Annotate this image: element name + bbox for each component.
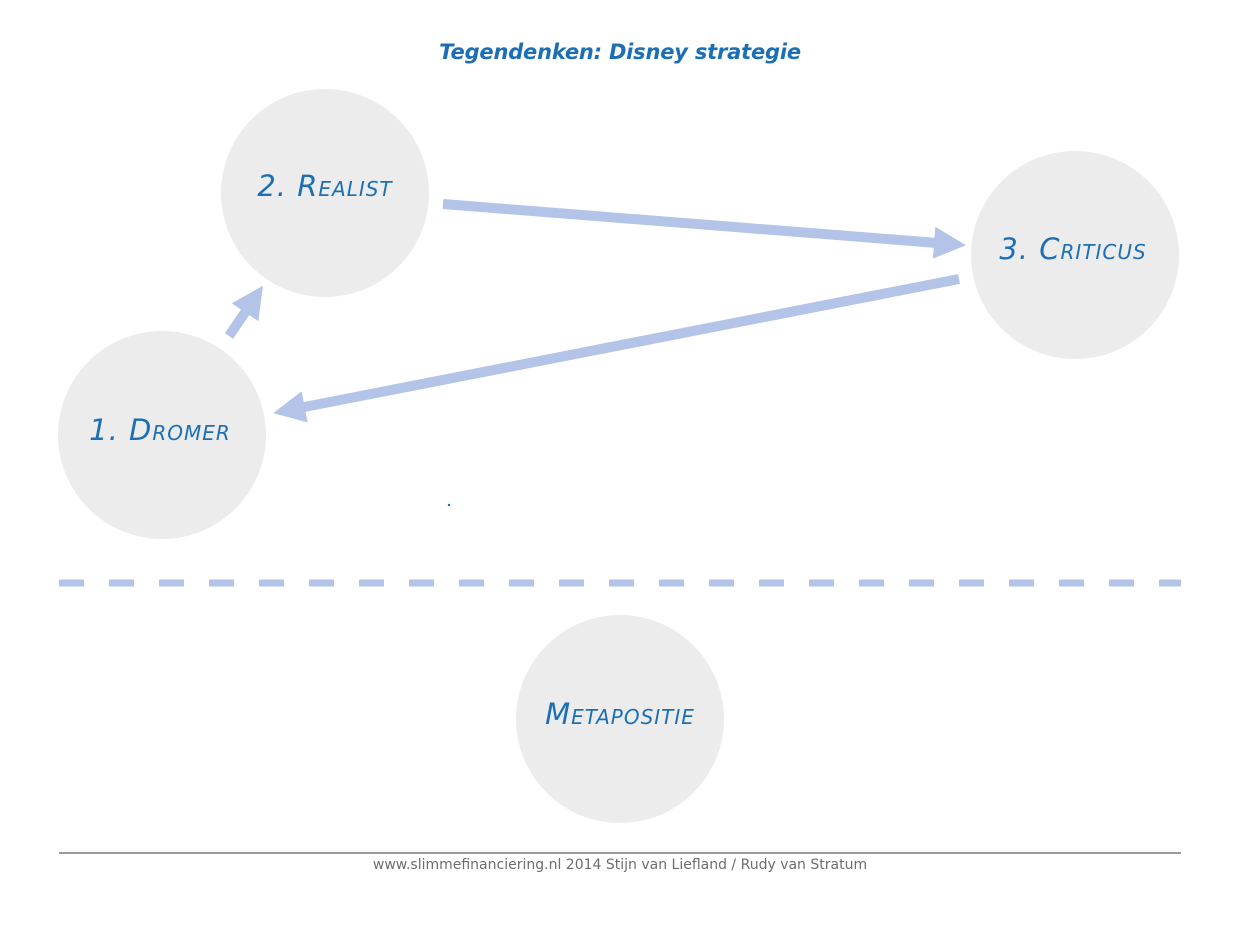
- realist-label: 2. Realist: [257, 169, 393, 203]
- metapositie-label: Metapositie: [545, 697, 695, 731]
- diagram-title: Tegendenken: Disney strategie: [439, 40, 801, 64]
- footer-credit: www.slimmefinanciering.nl 2014 Stijn van…: [372, 857, 868, 873]
- arrow-criticus-to-dromer: [273, 274, 960, 423]
- arrow-dromer-to-realist: [224, 285, 263, 339]
- metapositie-circle: [516, 615, 724, 823]
- dromer-label: 1. Dromer: [89, 413, 231, 447]
- dromer-circle: [58, 331, 266, 539]
- criticus-circle: [971, 151, 1179, 359]
- arrow-realist-to-criticus: [442, 199, 966, 259]
- footer-rule: [59, 852, 1181, 854]
- realist-circle: [221, 89, 429, 297]
- criticus-label: 3. Criticus: [999, 232, 1146, 266]
- stray-dot: [447, 503, 451, 507]
